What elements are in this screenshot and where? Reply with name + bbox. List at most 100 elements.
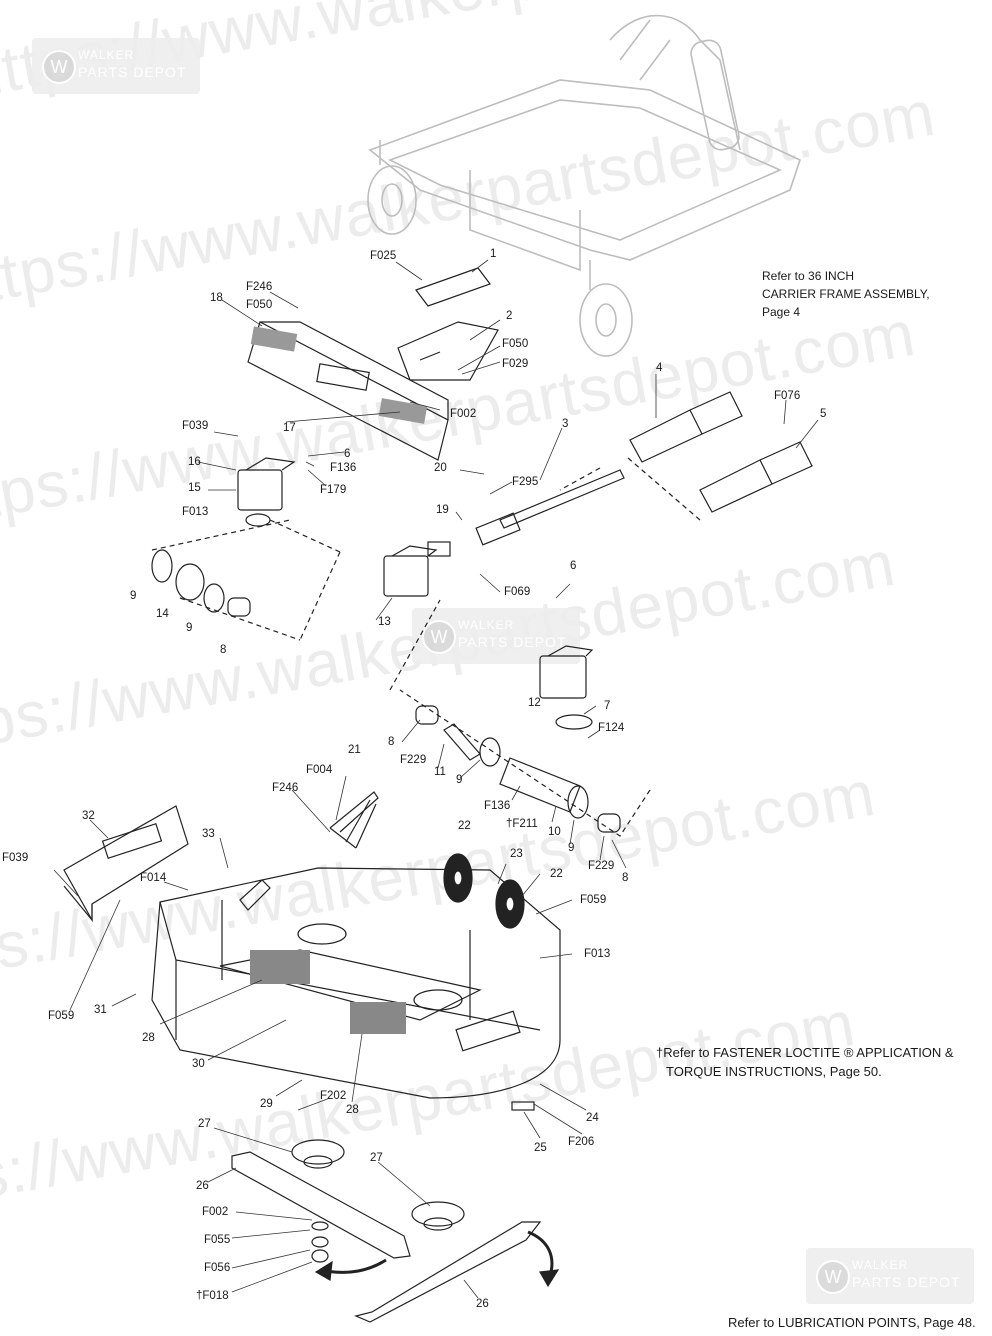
callout: 21 [348, 744, 361, 756]
cover-plate [397, 267, 499, 381]
callout: 9 [456, 774, 463, 786]
callout: 8 [220, 644, 227, 656]
brand-logo-icon: W [422, 620, 456, 654]
blades [231, 1139, 560, 1323]
watermark-badge: W WALKER PARTS DEPOT [806, 1248, 974, 1304]
callout: 32 [82, 810, 95, 822]
deck-stand [329, 791, 379, 849]
callout: 20 [434, 462, 447, 474]
callout: F025 [370, 250, 397, 262]
callout: F029 [502, 358, 529, 370]
callout: 22 [550, 868, 563, 880]
gearbox-15 [237, 457, 296, 527]
callout: 6 [344, 448, 351, 460]
brand-line1: WALKER [78, 48, 135, 62]
discharge-guard [63, 805, 189, 923]
callout: 8 [622, 872, 629, 884]
callout: 13 [378, 616, 391, 628]
callout: 22 [458, 820, 471, 832]
callout: F059 [580, 894, 607, 906]
callout: 9 [568, 842, 575, 854]
callout: 9 [186, 622, 193, 634]
callout: 9 [130, 590, 137, 602]
callout: F014 [140, 872, 167, 884]
watermark-badge: W WALKER PARTS DEPOT [32, 38, 200, 94]
belt-shield [247, 321, 449, 461]
callout: F013 [584, 948, 611, 960]
callout: F039 [2, 852, 29, 864]
callout: 26 [196, 1180, 209, 1192]
callout: 10 [548, 826, 561, 838]
callout: 31 [94, 1004, 107, 1016]
brand-logo-icon: W [816, 1260, 850, 1294]
callout: F039 [182, 420, 209, 432]
callout: 2 [506, 310, 513, 322]
callout: F229 [588, 860, 615, 872]
callout: 24 [586, 1112, 599, 1124]
callout: F069 [504, 586, 531, 598]
fastener-note-line2: TORQUE INSTRUCTIONS, Page 50. [666, 1064, 882, 1079]
callout: 19 [436, 504, 449, 516]
mower-deck [151, 867, 561, 1111]
bearing-group-left [151, 519, 341, 641]
callout: 14 [156, 608, 169, 620]
callout: 27 [370, 1152, 383, 1164]
carrier-frame-note-line1: Refer to 36 INCH [762, 269, 855, 283]
callout: 4 [656, 362, 663, 374]
callout: 26 [476, 1298, 489, 1310]
callout: †F211 [506, 818, 538, 830]
callout: 3 [562, 418, 569, 430]
carrier-frame-note-line2: CARRIER FRAME ASSEMBLY, [762, 287, 930, 301]
callout: F004 [306, 764, 333, 776]
callout: 15 [188, 482, 201, 494]
callout: 25 [534, 1142, 547, 1154]
callout: F202 [320, 1090, 347, 1102]
carrier-frame-note-line3: Page 4 [762, 305, 801, 319]
callout: 6 [570, 560, 577, 572]
callout: F059 [48, 1010, 75, 1022]
callout: 11 [434, 766, 446, 778]
callout: 28 [346, 1104, 359, 1116]
carrier-frame [367, 14, 801, 357]
brand-line2: PARTS DEPOT [458, 634, 567, 650]
lubrication-note: Refer to LUBRICATION POINTS, Page 48. [728, 1315, 976, 1330]
callout: 7 [604, 700, 611, 712]
brand-line2: PARTS DEPOT [78, 64, 187, 80]
callout: 28 [142, 1032, 155, 1044]
callout: 17 [283, 422, 296, 434]
callout: F136 [484, 800, 511, 812]
callout: 33 [202, 828, 215, 840]
callout: F013 [182, 506, 209, 518]
callout: F076 [774, 390, 801, 402]
callout: F246 [272, 782, 299, 794]
callout: F056 [204, 1262, 231, 1274]
callout: 30 [192, 1058, 205, 1070]
callout: F124 [598, 722, 625, 734]
callout: F295 [512, 476, 539, 488]
callout: F050 [246, 299, 273, 311]
drive-shafts [475, 391, 813, 546]
callout: 18 [210, 292, 223, 304]
callout: F055 [204, 1234, 231, 1246]
callout: 23 [510, 848, 523, 860]
callout: F002 [450, 408, 477, 420]
callout: 27 [198, 1118, 211, 1130]
leader-lines [53, 259, 819, 1299]
brand-line1: WALKER [458, 618, 515, 632]
callout: F206 [568, 1136, 595, 1148]
callout: F050 [502, 338, 529, 350]
shaft-assembly-right [389, 599, 651, 837]
idler-pulleys [443, 853, 525, 929]
callout: F179 [320, 484, 347, 496]
gearbox-12 [539, 645, 594, 730]
callout: 1 [490, 248, 497, 260]
callout: F136 [330, 462, 357, 474]
callout: F002 [202, 1206, 229, 1218]
brand-logo-icon: W [42, 50, 76, 84]
callout: 12 [528, 697, 541, 709]
callout: †F018 [196, 1290, 229, 1302]
fastener-note-line1: †Refer to FASTENER LOCTITE ® APPLICATION… [656, 1045, 954, 1060]
callout: 29 [260, 1098, 273, 1110]
callout: F229 [400, 754, 427, 766]
